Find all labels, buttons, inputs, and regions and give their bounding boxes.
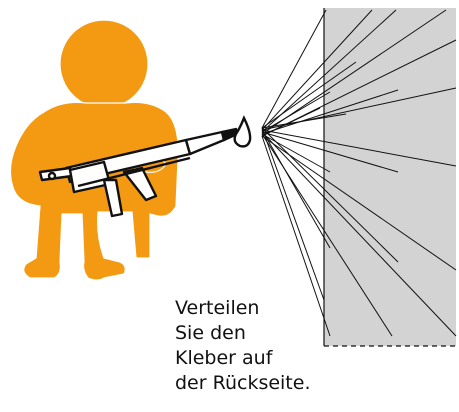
droplet-icon [235, 118, 250, 146]
person-head [60, 20, 148, 108]
instruction-caption: Verteilen Sie den Kleber auf der Rücksei… [175, 296, 311, 396]
gun-nozzle [186, 132, 224, 154]
panel [324, 8, 456, 346]
spray-line [262, 10, 326, 128]
droplet-shape [235, 118, 250, 146]
caption-line-2: Sie den [175, 321, 311, 346]
panel-surface [324, 8, 456, 346]
gun-ring [49, 173, 55, 179]
caption-line-1: Verteilen [175, 296, 311, 321]
caption-line-4: der Rückseite. [175, 371, 311, 396]
caption-line-3: Kleber auf [175, 346, 311, 371]
spray-line [262, 130, 330, 248]
spray-line [262, 128, 324, 300]
